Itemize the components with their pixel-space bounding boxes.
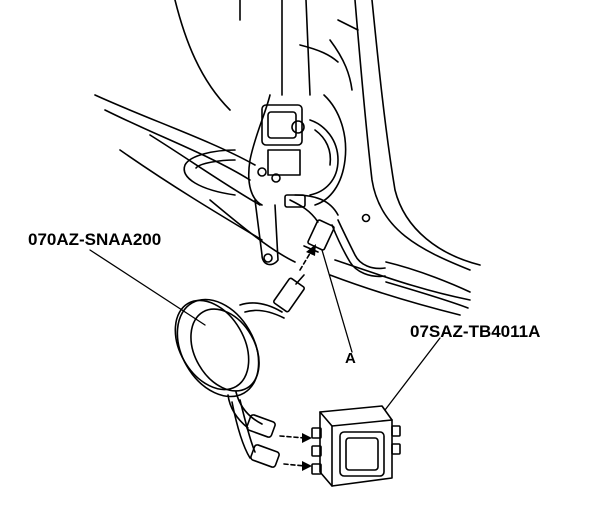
test-harness (174, 274, 305, 468)
srs-tester-box (311, 405, 401, 487)
seat-belt-retractor (183, 0, 347, 266)
body-panel (94, 0, 481, 316)
arrow-heads (302, 244, 316, 471)
tester-part-number-label: 07SAZ-TB4011A (410, 322, 541, 341)
harness-part-number-label: 070AZ-SNAA200 (28, 230, 162, 249)
connection-arrows (279, 249, 313, 467)
leader-lines (89, 249, 441, 411)
connector-a-callout: A (345, 350, 356, 367)
